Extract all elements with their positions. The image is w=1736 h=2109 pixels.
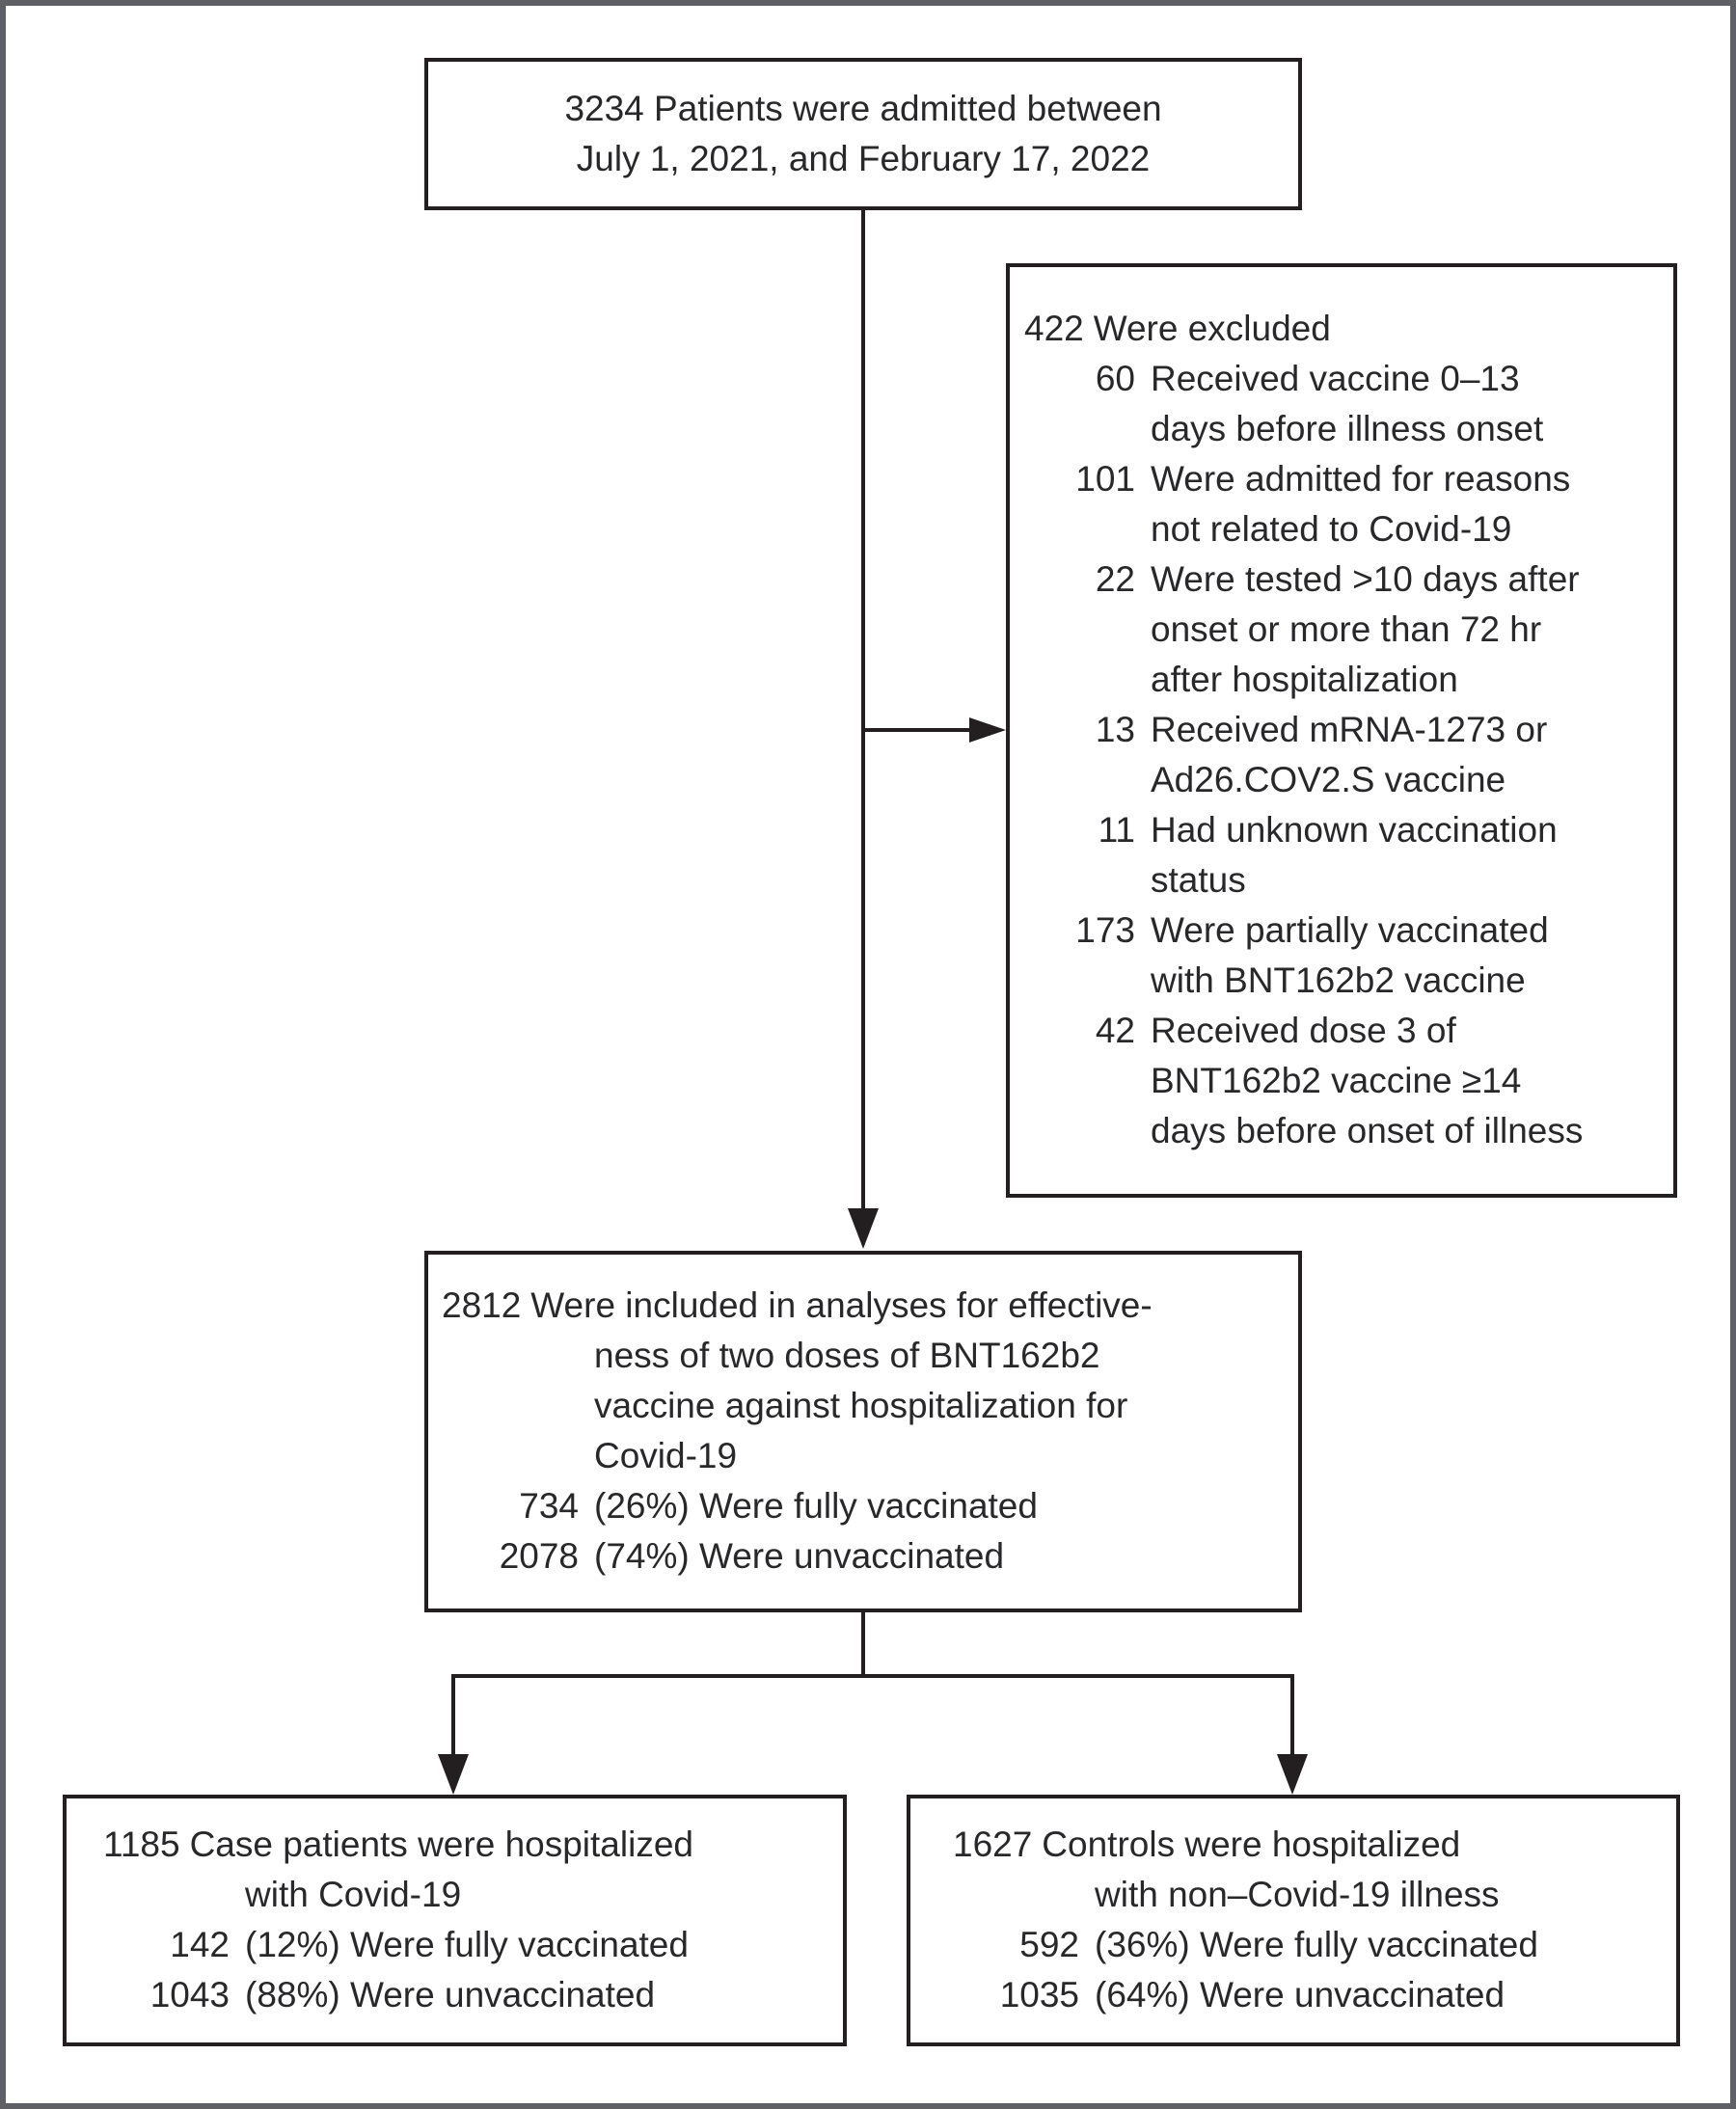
- control-item: 1035(64%) Were unvaccinated: [999, 1975, 1505, 2014]
- admitted-patients-box: 3234 Patients were admitted between July…: [424, 58, 1302, 210]
- control-header-cont: with non–Covid-19 illness: [1095, 1875, 1500, 1914]
- connector-to-case: [451, 1674, 455, 1756]
- admitted-line-2: July 1, 2021, and February 17, 2022: [576, 139, 1151, 178]
- control-item: 592(36%) Were fully vaccinated: [1019, 1925, 1538, 1964]
- excluded-item-cont: with BNT162b2 vaccine: [1151, 960, 1526, 1000]
- excluded-item-cont: onset or more than 72 hr: [1151, 609, 1542, 649]
- excluded-item-cont: days before onset of illness: [1151, 1111, 1584, 1150]
- included-header-cont: vaccine against hospitalization for: [594, 1386, 1128, 1425]
- case-count: 1185: [103, 1825, 180, 1864]
- excluded-item-cont: not related to Covid-19: [1151, 509, 1512, 549]
- case-item: 1043(88%) Were unvaccinated: [149, 1975, 656, 2014]
- arrowhead-into-included: [848, 1208, 879, 1249]
- connector-included-stub: [861, 1612, 865, 1676]
- excluded-item-cont: days before illness onset: [1151, 409, 1544, 448]
- control-count: 1627: [953, 1825, 1033, 1864]
- connector-split-horizontal: [451, 1674, 1294, 1678]
- case-item: 142(12%) Were fully vaccinated: [170, 1925, 689, 1964]
- connector-top-to-included: [861, 210, 865, 1208]
- included-header-cont: ness of two doses of BNT162b2: [594, 1336, 1100, 1375]
- excluded-count: 422: [1024, 309, 1084, 348]
- excluded-item-cont: status: [1151, 860, 1246, 900]
- included-header-cont: Covid-19: [594, 1436, 738, 1475]
- arrowhead-into-excluded: [969, 717, 1006, 743]
- excluded-item-cont: Ad26.COV2.S vaccine: [1151, 760, 1506, 799]
- arrowhead-into-control: [1277, 1754, 1308, 1795]
- connector-to-control: [1290, 1674, 1294, 1756]
- included-count: 2812: [442, 1285, 522, 1325]
- connector-to-excluded: [863, 728, 971, 732]
- excluded-item-cont: BNT162b2 vaccine ≥14: [1151, 1061, 1522, 1100]
- included-item: 2078(74%) Were unvaccinated: [499, 1536, 1005, 1576]
- included-item: 734(26%) Were fully vaccinated: [519, 1486, 1038, 1526]
- admitted-line-1: 3234 Patients were admitted between: [564, 89, 1162, 128]
- case-header-cont: with Covid-19: [245, 1875, 462, 1914]
- excluded-header-text: Were excluded: [1093, 309, 1331, 348]
- arrowhead-into-case: [438, 1754, 469, 1795]
- excluded-item-cont: after hospitalization: [1151, 660, 1458, 699]
